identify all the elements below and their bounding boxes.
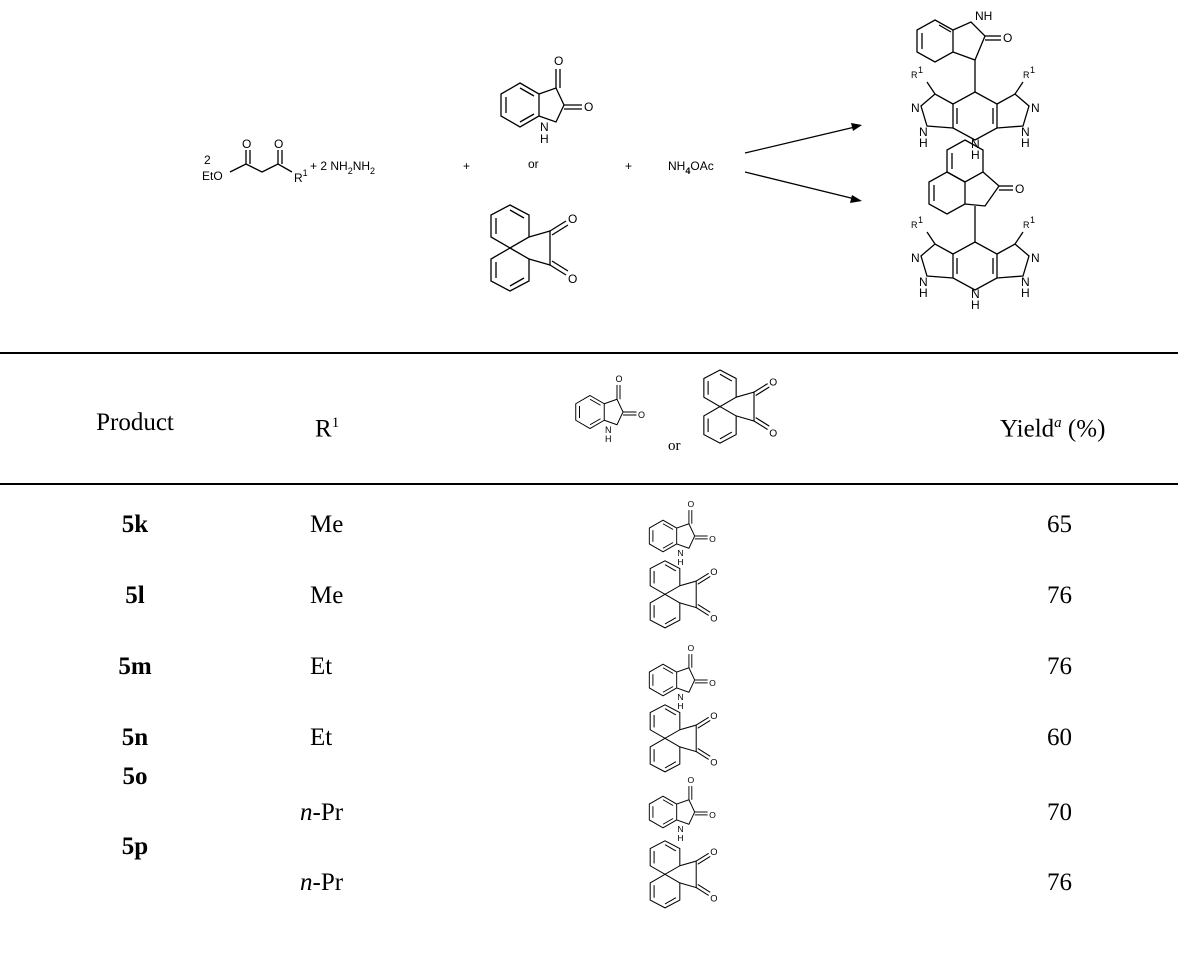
svg-text:N: N: [911, 101, 920, 115]
svg-text:N: N: [971, 137, 980, 151]
svg-text:H: H: [919, 286, 928, 300]
svg-text:N: N: [971, 287, 980, 301]
svg-text:O: O: [1015, 182, 1024, 196]
svg-text:N: N: [919, 275, 928, 289]
svg-text:1: 1: [918, 215, 923, 225]
table-row-yield: 76: [1047, 582, 1072, 609]
svg-text:O: O: [1003, 31, 1012, 45]
svg-text:H: H: [971, 298, 980, 312]
svg-text:H: H: [540, 132, 549, 146]
table-row-product: 5n: [121, 724, 149, 751]
svg-text:N: N: [919, 125, 928, 139]
table-row-r1: Et: [310, 724, 333, 751]
plus-sign: +: [463, 159, 470, 173]
svg-text:1: 1: [1030, 215, 1035, 225]
svg-text:H: H: [1021, 136, 1030, 150]
svg-text:H: H: [919, 136, 928, 150]
svg-text:N: N: [540, 120, 549, 134]
header-yield: Yielda (%): [1000, 415, 1106, 443]
svg-text:R: R: [1023, 70, 1030, 80]
svg-text:N: N: [1021, 125, 1030, 139]
svg-text:N: N: [1031, 101, 1040, 115]
hydrazine-label: + 2 NH2NH2: [310, 159, 375, 176]
svg-text:N: N: [911, 251, 920, 265]
header-product: Product: [96, 409, 174, 436]
ketoester-structure: 2 EtO O O R1: [202, 137, 308, 185]
ester-label: EtO: [202, 169, 223, 183]
or-label: or: [528, 157, 539, 171]
svg-text:R: R: [911, 220, 918, 230]
table-row-yield: 76: [1047, 869, 1072, 896]
table-row-yield: 65: [1047, 511, 1072, 538]
svg-text:R: R: [911, 70, 918, 80]
acenaphthenequinone-structure: O O: [490, 204, 577, 292]
table-row-product: 5p: [121, 833, 149, 860]
ammonium-acetate-label: NH4OAc: [668, 159, 714, 176]
row-isatin-structure: [625, 766, 745, 846]
svg-text:O: O: [568, 212, 577, 226]
header-r1: R1: [315, 415, 340, 443]
svg-text:O: O: [769, 377, 777, 388]
svg-text:R: R: [1023, 220, 1030, 230]
table-row-r1: Me: [310, 511, 344, 538]
plus-sign: +: [625, 159, 632, 173]
header-reagent-structures: O O N H or O O: [575, 369, 777, 454]
table-row-product: 5l: [125, 582, 145, 609]
table-row-product: 5o: [122, 763, 148, 790]
isatin-structure: O O N H: [500, 54, 593, 146]
svg-text:N: N: [605, 425, 612, 435]
svg-text:O: O: [616, 374, 623, 384]
svg-text:N: N: [1021, 275, 1030, 289]
svg-text:O: O: [584, 100, 593, 114]
reaction-scheme: 2 EtO O O R1 + 2 NH2NH2 + O O N H or O O…: [202, 9, 1040, 312]
header-or-label: or: [668, 438, 681, 454]
svg-text:O: O: [769, 428, 777, 439]
table-row-r1: Et: [310, 653, 333, 680]
svg-text:O: O: [638, 410, 645, 420]
r1-label: R1: [294, 168, 308, 185]
svg-text:O: O: [242, 137, 251, 151]
svg-text:H: H: [605, 434, 612, 444]
svg-text:O: O: [274, 137, 283, 151]
reaction-arrows: [744, 123, 862, 203]
table-row-r1: n-Pr: [300, 869, 344, 896]
svg-text:H: H: [1021, 286, 1030, 300]
table-row-r1: Me: [310, 582, 344, 609]
table-header-rule: [0, 483, 1178, 485]
svg-text:1: 1: [918, 65, 923, 75]
svg-text:NH: NH: [975, 9, 992, 23]
table-row-yield: 70: [1047, 799, 1072, 826]
svg-text:O: O: [554, 54, 563, 68]
svg-text:N: N: [1031, 251, 1040, 265]
row-acenaphthenequinone-structure: [625, 556, 745, 636]
row-acenaphthenequinone-structure: [625, 836, 745, 916]
coefficient-label: 2: [204, 153, 211, 167]
svg-text:1: 1: [1030, 65, 1035, 75]
table-row-product: 5k: [121, 511, 149, 538]
table-row-product: 5m: [118, 653, 152, 680]
svg-text:H: H: [971, 148, 980, 162]
table-row-yield: 76: [1047, 653, 1072, 680]
svg-text:O: O: [568, 272, 577, 286]
table-row-yield: 60: [1047, 724, 1072, 751]
table-row-r1: n-Pr: [300, 799, 344, 826]
table-top-rule: [0, 352, 1178, 354]
